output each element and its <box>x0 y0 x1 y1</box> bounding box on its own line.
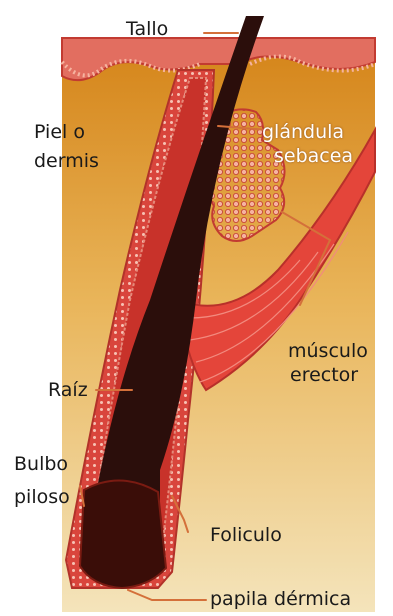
label-tallo: Tallo <box>126 18 168 40</box>
label-foliculo: Foliculo <box>210 524 282 546</box>
label-bulbo-line1: Bulbo <box>14 453 68 475</box>
label-glandula-line2: sebacea <box>274 145 353 167</box>
label-glandula-line1: glándula <box>262 121 344 143</box>
label-piel-line1: Piel o <box>34 121 85 143</box>
label-raiz: Raíz <box>48 379 88 401</box>
label-musculo-line1: músculo <box>288 340 368 362</box>
hair-bulb <box>80 480 166 588</box>
label-piel-line2: dermis <box>34 150 99 172</box>
label-musculo-line2: erector <box>290 364 358 386</box>
label-papila: papila dérmica <box>210 588 351 610</box>
label-bulbo-line2: piloso <box>14 486 70 508</box>
